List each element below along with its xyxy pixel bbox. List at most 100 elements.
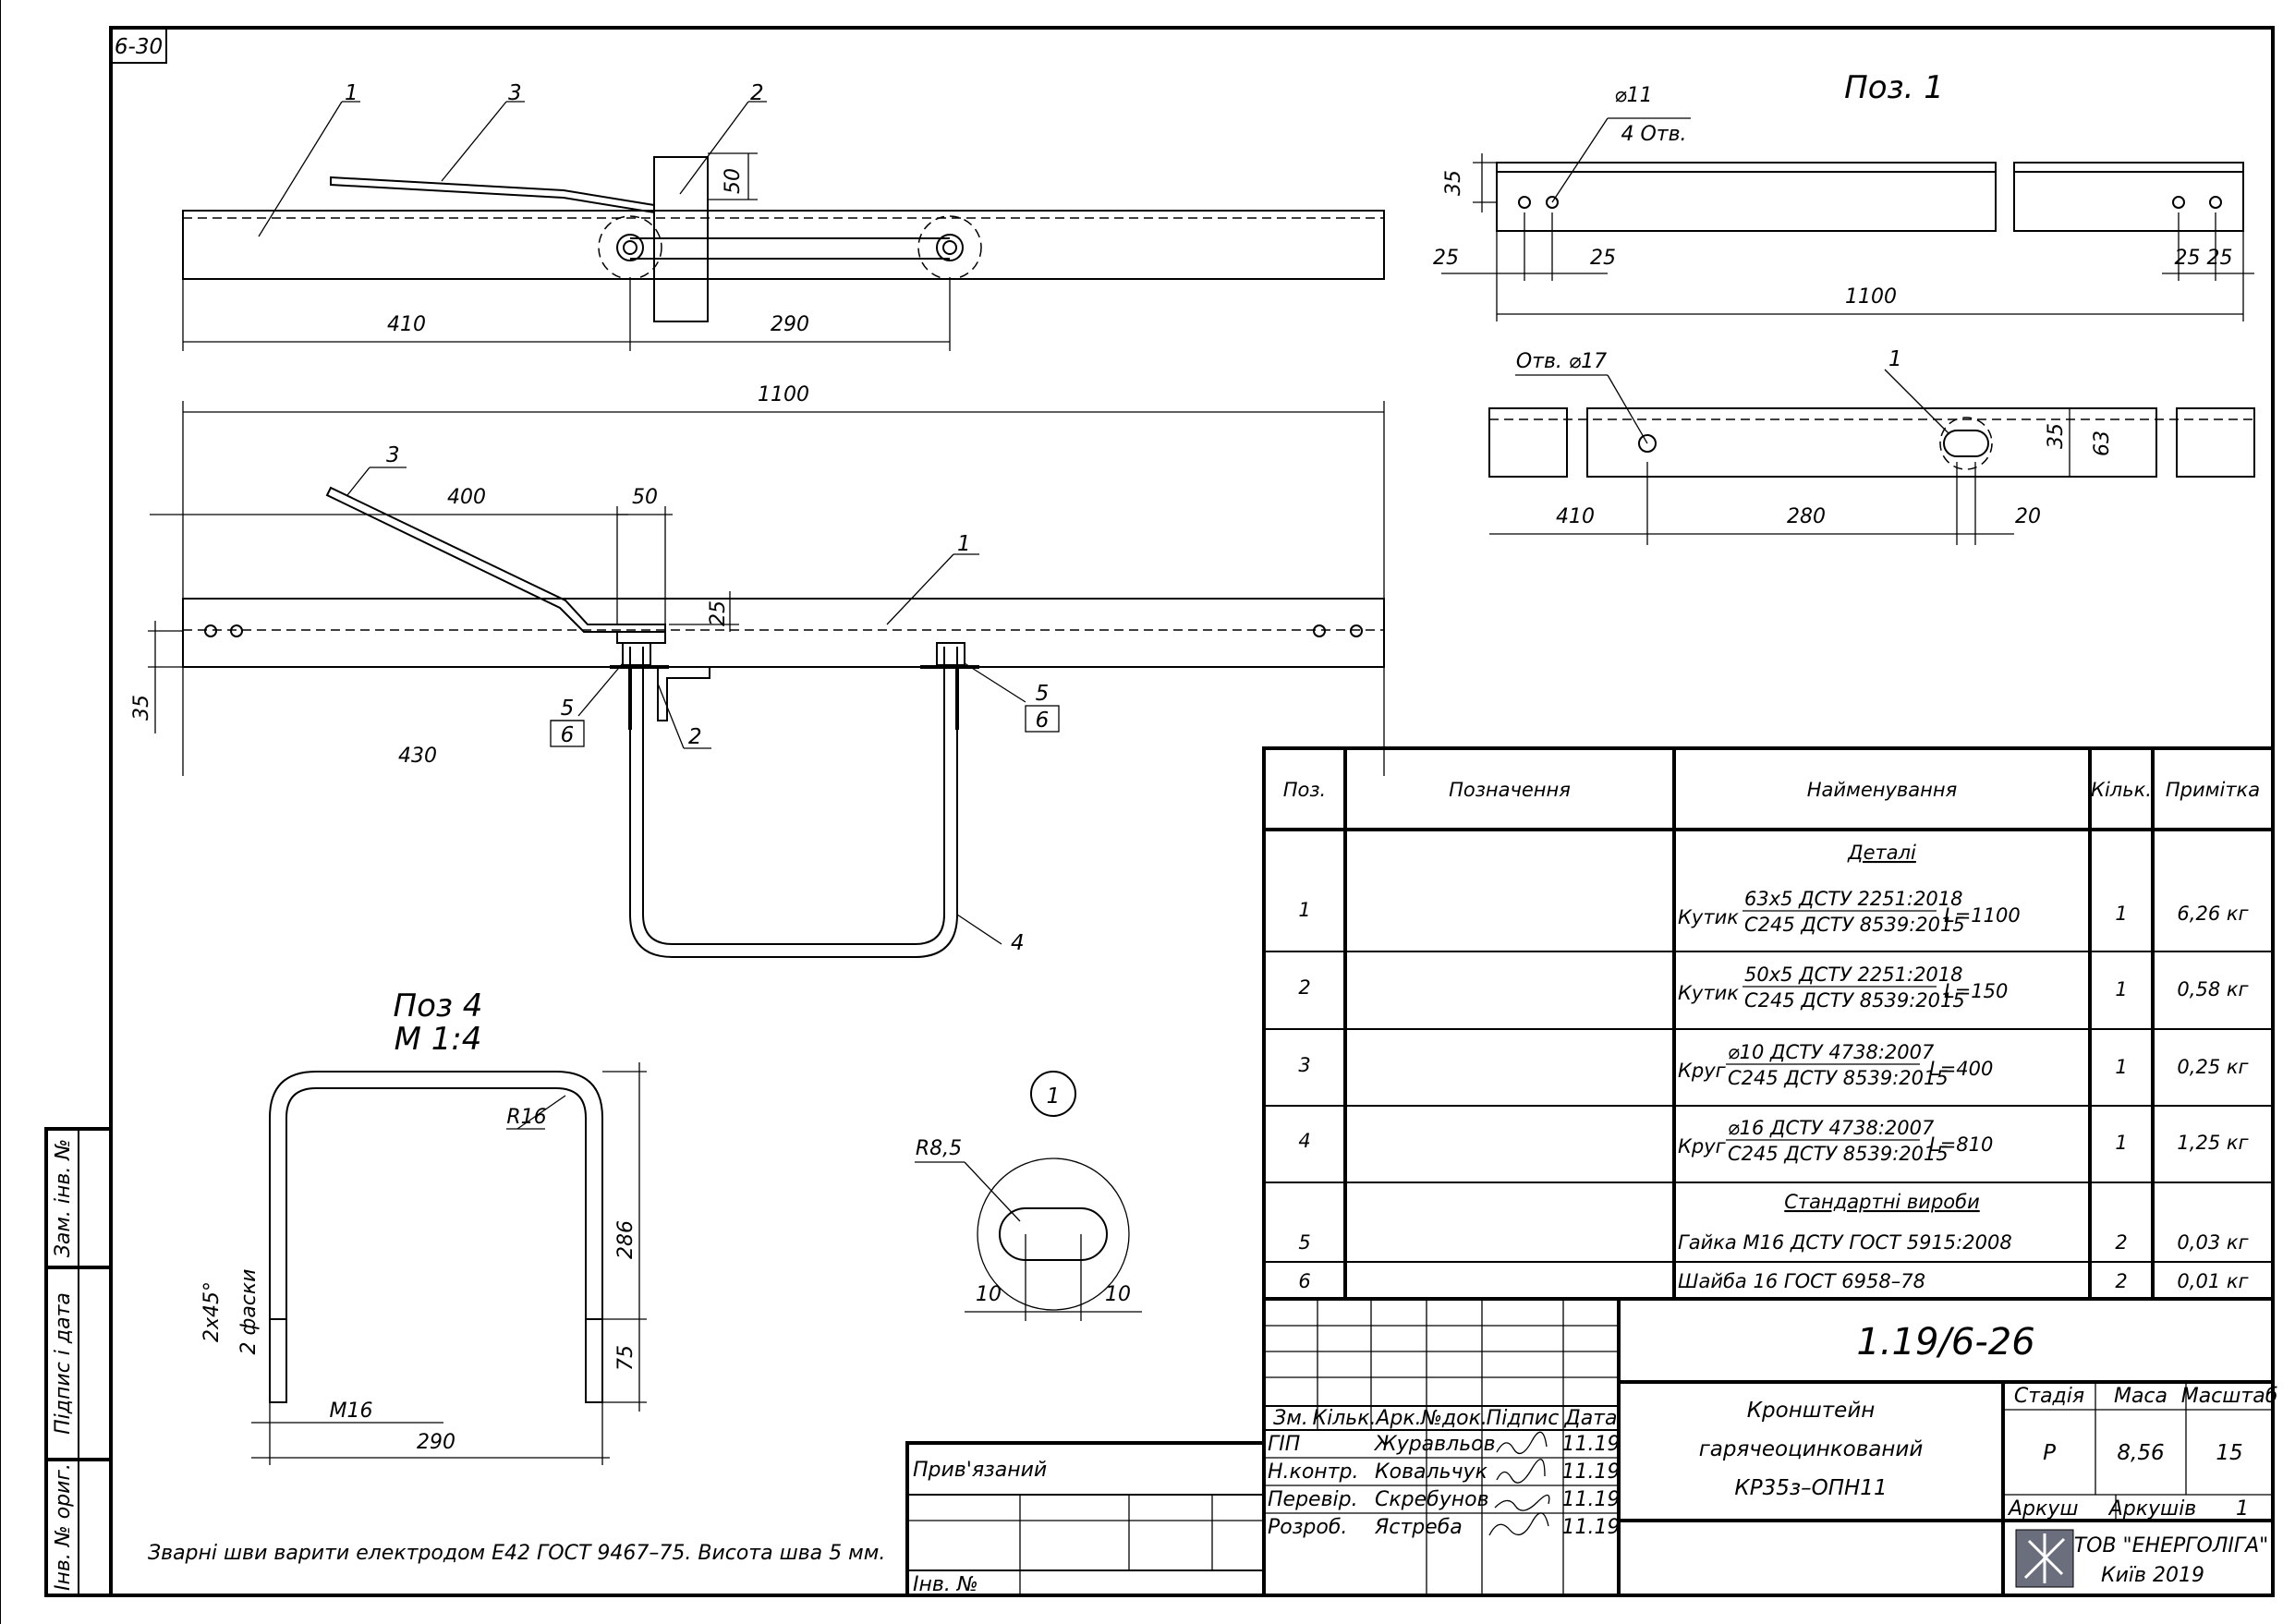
svg-text:5: 5	[1298, 1231, 1310, 1254]
svg-text:2: 2	[2115, 1270, 2127, 1292]
pos4-dim-290: 290	[417, 1431, 455, 1454]
nut-top-left	[616, 234, 644, 261]
signature-4	[1488, 1512, 1549, 1536]
svg-text:1,25 кг: 1,25 кг	[2177, 1132, 2249, 1154]
inv-label: Інв. №	[913, 1573, 978, 1596]
svg-text:50х5 ДСТУ 2251:2018: 50х5 ДСТУ 2251:2018	[1744, 963, 1963, 986]
svg-text:Стадія: Стадія	[2014, 1385, 2084, 1408]
svg-text:L=1100: L=1100	[1944, 904, 2021, 927]
svg-text:0,01 кг: 0,01 кг	[2177, 1270, 2249, 1292]
corner-stamp	[110, 27, 167, 64]
detail-1: 1 10 10 R8,5	[915, 1071, 1142, 1321]
svg-text:1: 1	[2115, 1056, 2127, 1078]
drawing-name-3: КР35з–ОПН11	[1734, 1476, 1887, 1500]
svg-text:0,25 кг: 0,25 кг	[2177, 1056, 2249, 1078]
signature-1	[1496, 1431, 1548, 1455]
top-dim-410: 410	[387, 313, 426, 336]
detail-slot	[999, 1207, 1108, 1261]
top-view: 1 3 2 50 410 290 1100	[182, 81, 1385, 406]
svg-text:1: 1	[1298, 899, 1310, 921]
svg-text:1: 1	[2115, 1132, 2127, 1154]
pos1-bar-a	[1496, 162, 1997, 232]
pos1-dim-410: 410	[1556, 505, 1595, 528]
pos1-dim-25c: 25 25	[2175, 247, 2233, 270]
svg-text:Ястреба: Ястреба	[1374, 1516, 1463, 1539]
pos1-view-label: 1	[1888, 347, 1902, 371]
scale-value: 15	[2216, 1441, 2242, 1465]
front-dim-400: 400	[447, 486, 486, 509]
svg-text:Розроб.: Розроб.	[1268, 1516, 1347, 1539]
svg-text:ГІП: ГІП	[1268, 1433, 1300, 1456]
detail-dim-10b: 10	[1105, 1283, 1131, 1306]
svg-text:L=400: L=400	[1929, 1058, 1993, 1080]
hole-17	[1638, 434, 1657, 453]
spec-header-designation: Позначення	[1449, 779, 1571, 801]
svg-text:Зм.: Зм.	[1273, 1407, 1308, 1430]
front-pos5-left: 5	[561, 697, 575, 721]
svg-text:Підпис: Підпис	[1487, 1407, 1560, 1430]
top-pos3-label: 3	[508, 81, 522, 105]
spec-header-name: Найменування	[1807, 779, 1958, 801]
front-dim-430: 430	[398, 745, 437, 768]
svg-text:Кутик: Кутик	[1678, 906, 1739, 928]
pos1-dim-25a: 25	[1433, 247, 1459, 270]
top-pos1-label: 1	[345, 81, 358, 105]
pos4-chamfer: 2х45°	[200, 1281, 224, 1342]
side-stamp: Зам. інв. № Підпис і дата Інв. № ориг.	[44, 1127, 113, 1597]
svg-text:⌀10 ДСТУ 4738:2007: ⌀10 ДСТУ 4738:2007	[1728, 1041, 1935, 1063]
svg-text:3: 3	[1298, 1054, 1310, 1076]
front-dim-25: 25	[707, 600, 730, 626]
svg-text:Ковальчук: Ковальчук	[1375, 1460, 1488, 1484]
side-label-replace: Зам. інв. №	[52, 1139, 75, 1258]
top-dim-50: 50	[722, 168, 745, 194]
front-view: 3 1 4 2 5 6 5 6 400 50 25 35 430	[130, 401, 1385, 958]
svg-text:L=150: L=150	[1944, 980, 2008, 1002]
svg-text:Скребунов: Скребунов	[1375, 1488, 1489, 1511]
svg-text:Кутик: Кутик	[1678, 982, 1739, 1004]
pos1-views: Поз. 1 ⌀11 4 Отв. 35 25 25 25 25 1100	[1433, 69, 2255, 545]
pos4-title: Поз 4	[394, 988, 483, 1024]
svg-text:№док.: №док.	[1420, 1407, 1488, 1430]
pos4-thread: М16	[330, 1400, 373, 1423]
front-pos6-left: 6	[561, 723, 575, 747]
svg-text:Гайка М16 ДСТУ ГОСТ 5915:2008: Гайка М16 ДСТУ ГОСТ 5915:2008	[1678, 1231, 2012, 1254]
pos1-dim-35: 35	[1442, 170, 1465, 196]
svg-text:Аркуш: Аркуш	[2007, 1497, 2078, 1521]
drawing-name-1: Кронштейн	[1747, 1399, 1876, 1423]
city-year: Київ 2019	[2101, 1564, 2204, 1587]
svg-text:Дата: Дата	[1564, 1407, 1618, 1430]
angle-bar-front	[182, 598, 1385, 668]
pos4-scale: М 1:4	[395, 1021, 482, 1058]
slot-hole	[1943, 430, 1989, 457]
svg-text:Круг: Круг	[1678, 1135, 1727, 1157]
u-bolt-pos4	[269, 1071, 603, 1402]
svg-text:6: 6	[1298, 1270, 1310, 1292]
company-name: ТОВ "ЕНЕРГОЛІГА"	[2074, 1534, 2269, 1557]
nut-front-left	[622, 642, 651, 666]
spec-header-note: Примітка	[2166, 779, 2260, 801]
bound-label: Прив'язаний	[913, 1459, 1047, 1482]
spec-table: Поз. Позначення Найменування Кільк. Прим…	[1262, 746, 2275, 1301]
detail-radius: R8,5	[916, 1137, 962, 1160]
rod-pos3-top	[330, 176, 655, 214]
pos1-dim-280: 280	[1787, 505, 1826, 528]
pos4-chamfer-count: 2 фаски	[237, 1269, 261, 1355]
top-dim-290: 290	[771, 313, 809, 336]
nut-front-right	[936, 642, 965, 666]
spec-section-parts: Деталі	[1847, 842, 1916, 864]
pos1-title: Поз. 1	[1844, 69, 1944, 106]
side-label-orig: Інв. № ориг.	[52, 1463, 75, 1591]
detail-number: 1	[1047, 1085, 1061, 1109]
spec-section-std: Стандартні вироби	[1784, 1191, 1980, 1213]
svg-text:Кільк.: Кільк.	[1312, 1407, 1376, 1430]
pos4-view: Поз 4 М 1:4 R16 2х45° 2 фаски 286 75 М16…	[200, 988, 647, 1465]
svg-text:С245 ДСТУ 8539:2015: С245 ДСТУ 8539:2015	[1744, 989, 1965, 1012]
pos1-dim-20: 20	[2015, 505, 2041, 528]
front-pos6-right: 6	[1036, 709, 1050, 733]
stage-value: Р	[2043, 1441, 2056, 1465]
svg-text:11.19: 11.19	[1562, 1516, 1621, 1539]
front-pos5-right: 5	[1036, 682, 1050, 706]
rod-pos3-front	[325, 486, 666, 633]
svg-text:С245 ДСТУ 8539:2015: С245 ДСТУ 8539:2015	[1744, 914, 1965, 936]
